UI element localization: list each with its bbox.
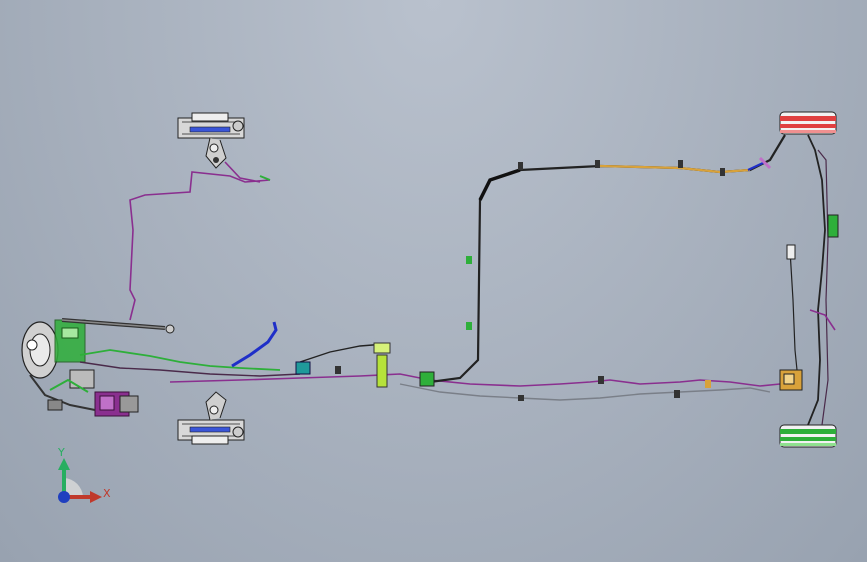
brake-booster-cluster[interactable]	[21, 318, 175, 417]
rear-left-brake-drum[interactable]	[779, 111, 837, 135]
x-axis-label: X	[103, 487, 111, 500]
brake-line-gray-lower[interactable]	[399, 383, 771, 401]
x-axis-arrow-icon	[90, 491, 102, 503]
line-clips	[335, 160, 725, 401]
rear-junction-block[interactable]	[779, 214, 839, 391]
z-axis-icon	[58, 491, 70, 503]
front-left-brake-assembly[interactable]	[177, 112, 245, 169]
brake-hose-blue[interactable]	[231, 321, 278, 368]
y-axis-arrow-icon	[58, 458, 70, 470]
brake-line-front-left[interactable]	[129, 171, 271, 321]
front-right-brake-assembly[interactable]	[177, 391, 245, 445]
proportioning-valve[interactable]	[373, 342, 435, 388]
rear-right-brake-drum[interactable]	[779, 424, 837, 448]
y-axis-label: Y	[57, 446, 65, 459]
rear-axle-line[interactable]	[807, 134, 826, 426]
brake-cable-center[interactable]	[299, 343, 386, 363]
brake-line-green-bundle[interactable]	[79, 349, 281, 371]
teal-connector[interactable]	[295, 361, 311, 375]
coordinate-triad: Y X	[57, 446, 111, 503]
